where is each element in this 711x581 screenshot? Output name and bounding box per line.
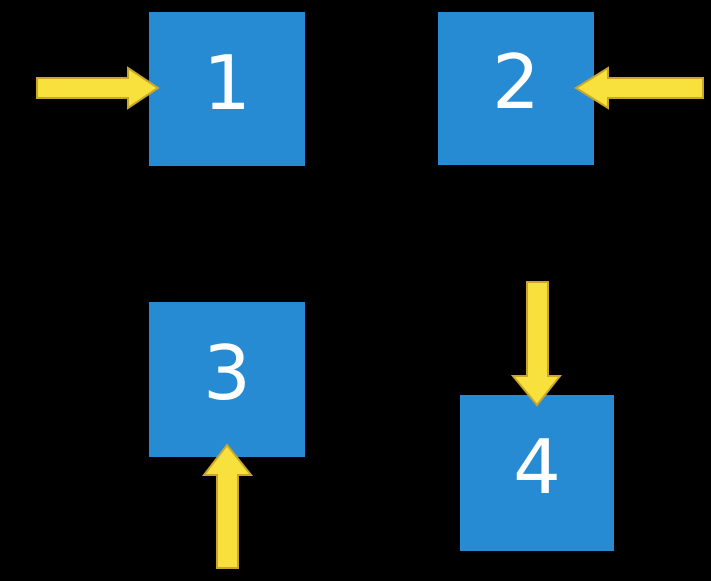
- arrow-left-icon-into-box-2: [574, 66, 704, 110]
- box-1-label: 1: [203, 38, 251, 127]
- box-4-label: 4: [513, 422, 561, 511]
- arrow-up-icon-into-box-3: [201, 443, 254, 569]
- box-2-label: 2: [492, 38, 540, 126]
- box-3-label: 3: [203, 329, 251, 417]
- arrow-down-icon-into-box-4: [510, 281, 563, 407]
- box-1: 1: [149, 12, 305, 166]
- box-4: 4: [460, 395, 614, 551]
- box-3: 3: [149, 302, 305, 457]
- box-2: 2: [438, 12, 594, 165]
- arrow-right-icon-into-box-1: [36, 66, 160, 110]
